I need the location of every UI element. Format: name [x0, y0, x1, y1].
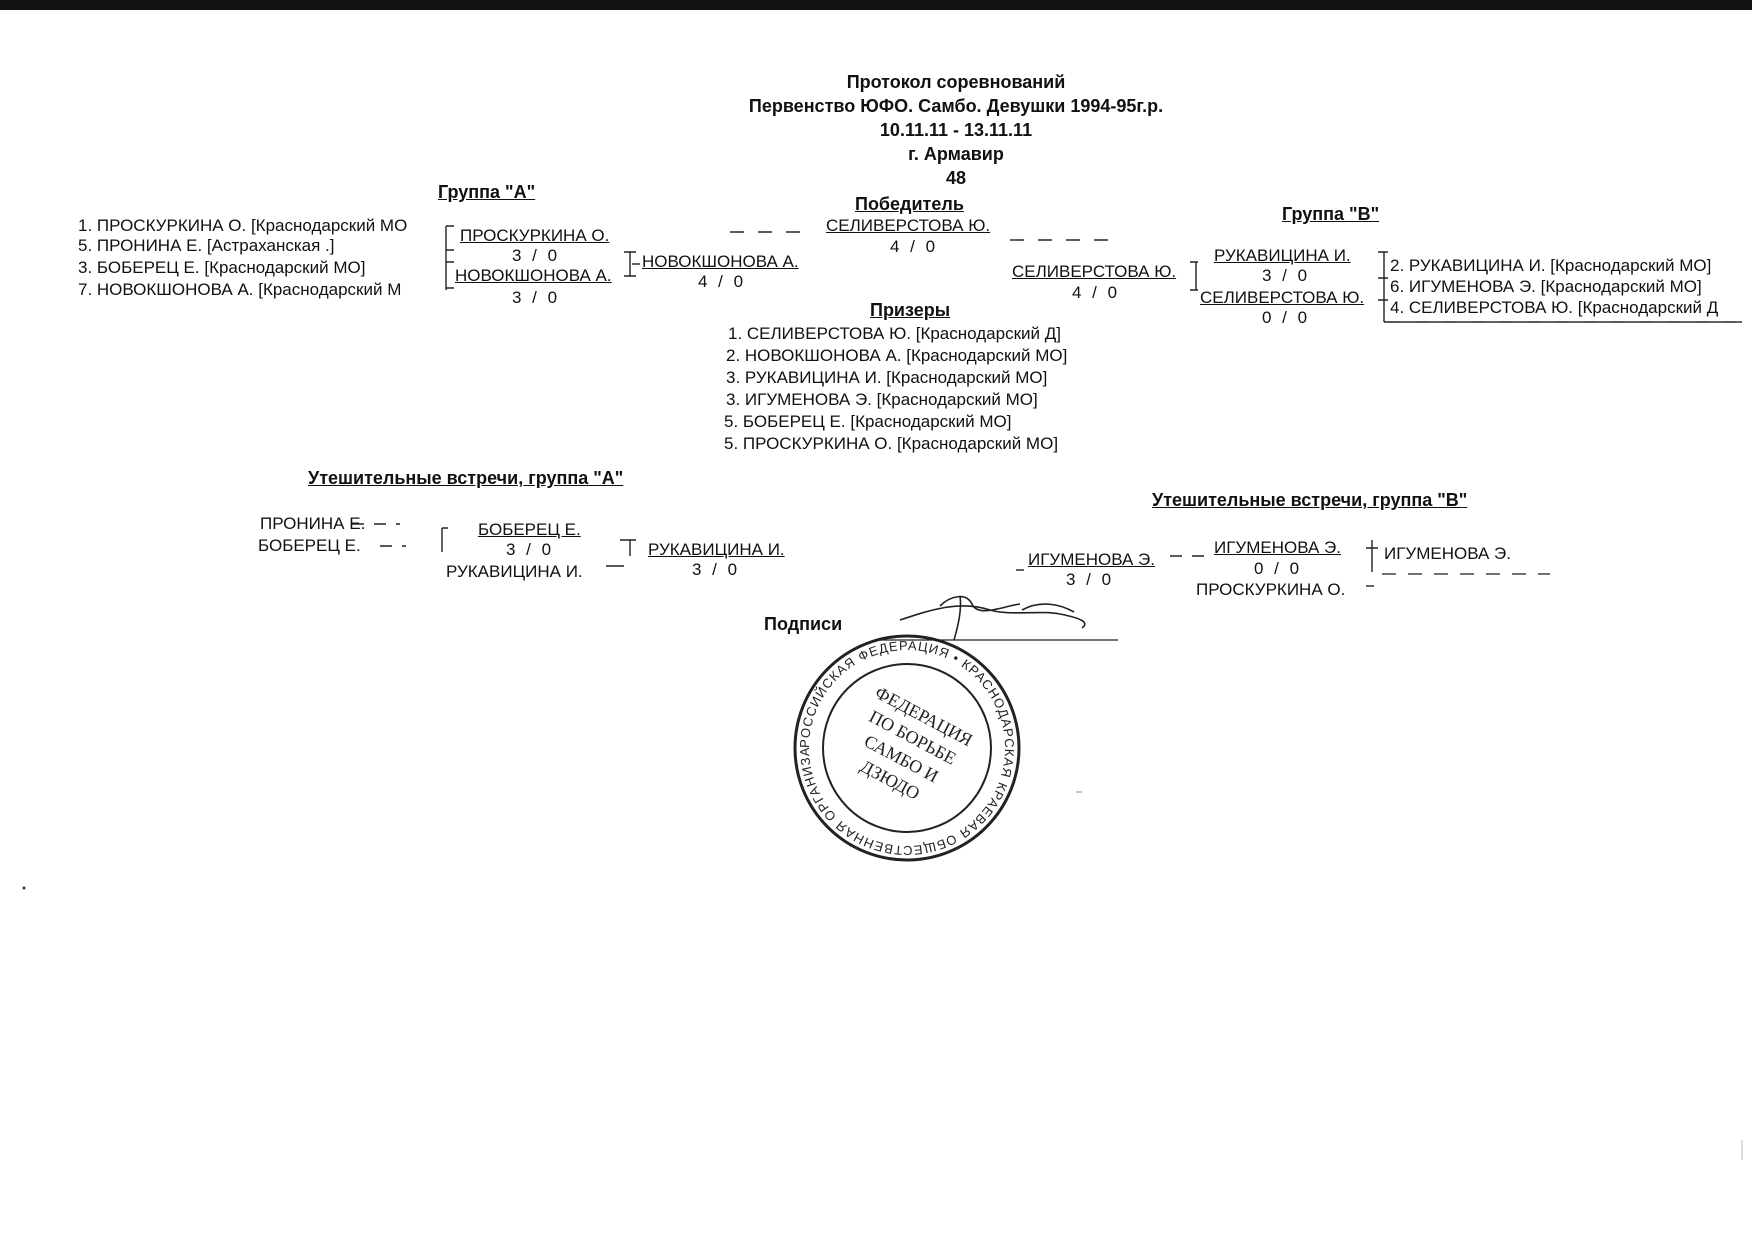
prizewinners-heading: Призеры: [870, 300, 951, 320]
group-a-heading: Группа "А": [438, 182, 536, 202]
prizewinner-5: 5. БОБЕРЕЦ Е. [Краснодарский МО]: [724, 412, 1012, 431]
group-a-entrant-4: 7. НОВОКШОНОВА А. [Краснодарский М: [78, 280, 402, 299]
signatures-label: Подписи: [764, 614, 843, 634]
consolation-a-entrant-1: ПРОНИНА Е.: [260, 514, 366, 533]
consolation-a-score-2: 3 / 0: [692, 560, 741, 579]
group-b-r1-score-2: 0 / 0: [1262, 308, 1311, 327]
group-b-entrant-1: 2. РУКАВИЦИНА И. [Краснодарский МО]: [1390, 256, 1712, 275]
group-a-final-score: 4 / 0: [698, 272, 747, 291]
group-b-r1-winner-2: СЕЛИВЕРСТОВА Ю.: [1200, 288, 1365, 307]
winner-score: 4 / 0: [890, 237, 939, 256]
consolation-a-entrant-2: БОБЕРЕЦ Е.: [258, 536, 361, 555]
group-a-entrant-1: 1. ПРОСКУРКИНА О. [Краснодарский МО: [78, 216, 408, 235]
group-a-final-winner: НОВОКШОНОВА А.: [642, 252, 799, 271]
consolation-b-mid-winner: ИГУМЕНОВА Э.: [1214, 538, 1342, 557]
consolation-a-opponent-2: РУКАВИЦИНА И.: [446, 562, 583, 581]
weight-class: 48: [945, 168, 967, 188]
consolation-b-heading: Утешительные встречи, группа "В": [1152, 490, 1468, 510]
group-a-r1-score-1: 3 / 0: [512, 246, 561, 265]
group-b-final-winner: СЕЛИВЕРСТОВА Ю.: [1012, 262, 1177, 281]
consolation-a-winner-1: БОБЕРЕЦ Е.: [478, 520, 581, 539]
scan-speck: [22, 886, 26, 890]
winner-heading: Победитель: [855, 194, 964, 214]
consolation-b-mid-score: 0 / 0: [1254, 559, 1303, 578]
group-b-entrant-3: 4. СЕЛИВЕРСТОВА Ю. [Краснодарский Д: [1390, 298, 1719, 317]
consolation-a-heading: Утешительные встречи, группа "А": [308, 468, 624, 488]
prizewinner-4: 3. ИГУМЕНОВА Э. [Краснодарский МО]: [726, 390, 1038, 409]
consolation-b-right-name: ИГУМЕНОВА Э.: [1384, 544, 1512, 563]
consolation-b-left-score: 3 / 0: [1066, 570, 1115, 589]
event-city: г. Армавир: [908, 144, 1004, 164]
scan-top-edge: [0, 0, 1752, 10]
group-b-entrant-2: 6. ИГУМЕНОВА Э. [Краснодарский МО]: [1390, 277, 1702, 296]
group-b-r1-score-1: 3 / 0: [1262, 266, 1311, 285]
prizewinner-3: 3. РУКАВИЦИНА И. [Краснодарский МО]: [726, 368, 1048, 387]
consolation-b-mid-opponent: ПРОСКУРКИНА О.: [1196, 580, 1346, 599]
prizewinner-6: 5. ПРОСКУРКИНА О. [Краснодарский МО]: [724, 434, 1059, 453]
group-a-r1-winner-1: ПРОСКУРКИНА О.: [460, 226, 610, 245]
event-title: Первенство ЮФО. Самбо. Девушки 1994-95г.…: [748, 96, 1164, 116]
svg-text:РОССИЙСКАЯ ФЕДЕРАЦИЯ • КРАСНОД: РОССИЙСКАЯ ФЕДЕРАЦИЯ • КРАСНОДАРСКАЯ КРА…: [0, 0, 1017, 858]
signature-scribble: [880, 595, 1118, 641]
prizewinner-1: 1. СЕЛИВЕРСТОВА Ю. [Краснодарский Д]: [728, 324, 1061, 343]
group-a-r1-winner-2: НОВОКШОНОВА А.: [455, 266, 612, 285]
group-a-entrant-2: 5. ПРОНИНА Е. [Астраханская .]: [78, 236, 335, 255]
winner-name: СЕЛИВЕРСТОВА Ю.: [826, 216, 991, 235]
group-b-final-score: 4 / 0: [1072, 283, 1121, 302]
prizewinner-2: 2. НОВОКШОНОВА А. [Краснодарский МО]: [726, 346, 1068, 365]
federation-stamp: РОССИЙСКАЯ ФЕДЕРАЦИЯ • КРАСНОДАРСКАЯ КРА…: [0, 0, 1021, 862]
consolation-a-score-1: 3 / 0: [506, 540, 555, 559]
group-b-heading: Группа "В": [1282, 204, 1380, 224]
stamp-outer-text: РОССИЙСКАЯ ФЕДЕРАЦИЯ • КРАСНОДАРСКАЯ КРА…: [0, 0, 1016, 858]
protocol-title: Протокол соревнований: [846, 72, 1066, 92]
event-dates: 10.11.11 - 13.11.11: [879, 120, 1033, 140]
consolation-b-left-name: ИГУМЕНОВА Э.: [1028, 550, 1156, 569]
group-b-r1-winner-1: РУКАВИЦИНА И.: [1214, 246, 1351, 265]
group-a-entrant-3: 3. БОБЕРЕЦ Е. [Краснодарский МО]: [78, 258, 366, 277]
consolation-a-winner-2: РУКАВИЦИНА И.: [648, 540, 785, 559]
document-header: Протокол соревнований Первенство ЮФО. Са…: [0, 70, 1752, 190]
group-a-r1-score-2: 3 / 0: [512, 288, 561, 307]
